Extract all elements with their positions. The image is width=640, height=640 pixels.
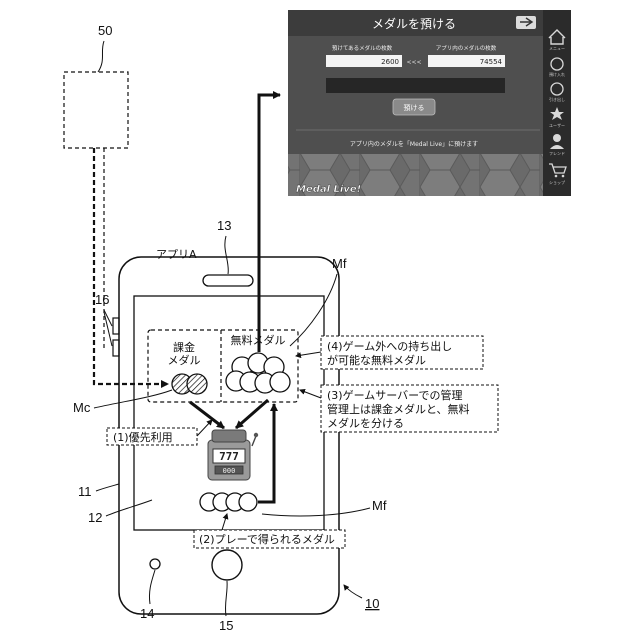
free-medals: [226, 353, 290, 393]
charged-medal-subtitle: メダル: [168, 353, 201, 367]
svg-text:メダルを分ける: メダルを分ける: [327, 416, 404, 430]
svg-text:(2)プレーで得られるメダル: (2)プレーで得られるメダル: [199, 532, 335, 546]
deposit-button-label: 預ける: [404, 103, 425, 112]
deposit-amount-input[interactable]: [326, 78, 505, 93]
free-medal-ref-top: Mf: [332, 256, 347, 271]
medal-live-logo: Medal Live!: [296, 184, 361, 195]
charged-medals: [172, 374, 207, 394]
charged-use-arrow: [190, 402, 224, 428]
charged-medal: [187, 374, 207, 394]
svg-text:(3)ゲームサーバーでの管理: (3)ゲームサーバーでの管理: [327, 388, 462, 402]
home-button[interactable]: [212, 550, 242, 580]
app-count-label: アプリ内のメダルの枚数: [436, 44, 497, 52]
screen-ref: 12: [88, 510, 102, 525]
callout-4: (4)ゲーム外への持ち出し が可能な無料メダル: [296, 336, 483, 369]
app-count-value: 74554: [480, 58, 503, 66]
svg-text:ショップ: ショップ: [549, 179, 565, 185]
svg-text:預け入れ: 預け入れ: [549, 71, 565, 77]
phone-mic: [150, 559, 160, 569]
earned-medal-arrow: [258, 404, 274, 502]
svg-text:管理上は課金メダルと、無料: 管理上は課金メダルと、無料: [327, 402, 470, 416]
app-name: アプリA: [156, 248, 197, 261]
transfer-arrows: <<<: [406, 59, 421, 66]
deposit-note: アプリ内のメダルを「Medal Live」に預けます: [350, 140, 478, 148]
deposited-count-label: 預けてあるメダルの枚数: [332, 44, 393, 52]
buttons-ref: 16: [95, 292, 109, 307]
slot-counter: 000: [223, 467, 236, 475]
phone-speaker: [203, 275, 253, 286]
side-button-upper[interactable]: [113, 318, 119, 334]
svg-text:メニュー: メニュー: [549, 46, 565, 51]
external-device: 50: [64, 23, 128, 148]
housing-ref: 11: [78, 484, 92, 499]
side-button-lower[interactable]: [113, 340, 119, 356]
charged-medal-title: 課金: [173, 340, 195, 354]
svg-text:(1)優先利用: (1)優先利用: [113, 431, 173, 444]
home-button-ref: 15: [219, 618, 233, 633]
mic-ref: 14: [140, 606, 154, 621]
free-medal: [270, 372, 290, 392]
played-medals: [200, 493, 257, 511]
app-screenshot: メダルを預ける 預けてあるメダルの枚数 アプリ内のメダルの枚数 2600 <<<…: [288, 10, 571, 196]
slot-reels: 777: [219, 450, 239, 463]
device-ref: 10: [365, 596, 379, 611]
svg-text:フレンド: フレンド: [549, 151, 565, 156]
svg-text:が可能な無料メダル: が可能な無料メダル: [327, 353, 426, 367]
svg-text:(4)ゲーム外への持ち出し: (4)ゲーム外への持ち出し: [327, 339, 452, 353]
charged-medal-ref: Mc: [73, 400, 91, 415]
screenshot-sidebar: [543, 10, 571, 196]
callout-3: (3)ゲームサーバーでの管理 管理上は課金メダルと、無料 メダルを分ける: [300, 385, 498, 432]
callout-2: (2)プレーで得られるメダル: [194, 514, 345, 548]
speaker-ref: 13: [217, 218, 231, 233]
screenshot-title: メダルを預ける: [372, 16, 456, 31]
svg-text:ユーザー: ユーザー: [549, 122, 565, 128]
external-link-line: [94, 148, 168, 384]
export-arrow: [259, 95, 280, 352]
friend-icon: [553, 134, 561, 142]
deposited-count-value: 2600: [381, 58, 399, 66]
slot-machine-icon: 777 000: [208, 430, 258, 480]
external-device-ref: 50: [98, 23, 112, 38]
free-medal-ref-bottom: Mf: [372, 498, 387, 513]
callout-1: (1)優先利用: [107, 420, 212, 445]
free-medal: [239, 493, 257, 511]
svg-text:引き出し: 引き出し: [549, 96, 565, 102]
free-use-arrow: [236, 400, 268, 428]
